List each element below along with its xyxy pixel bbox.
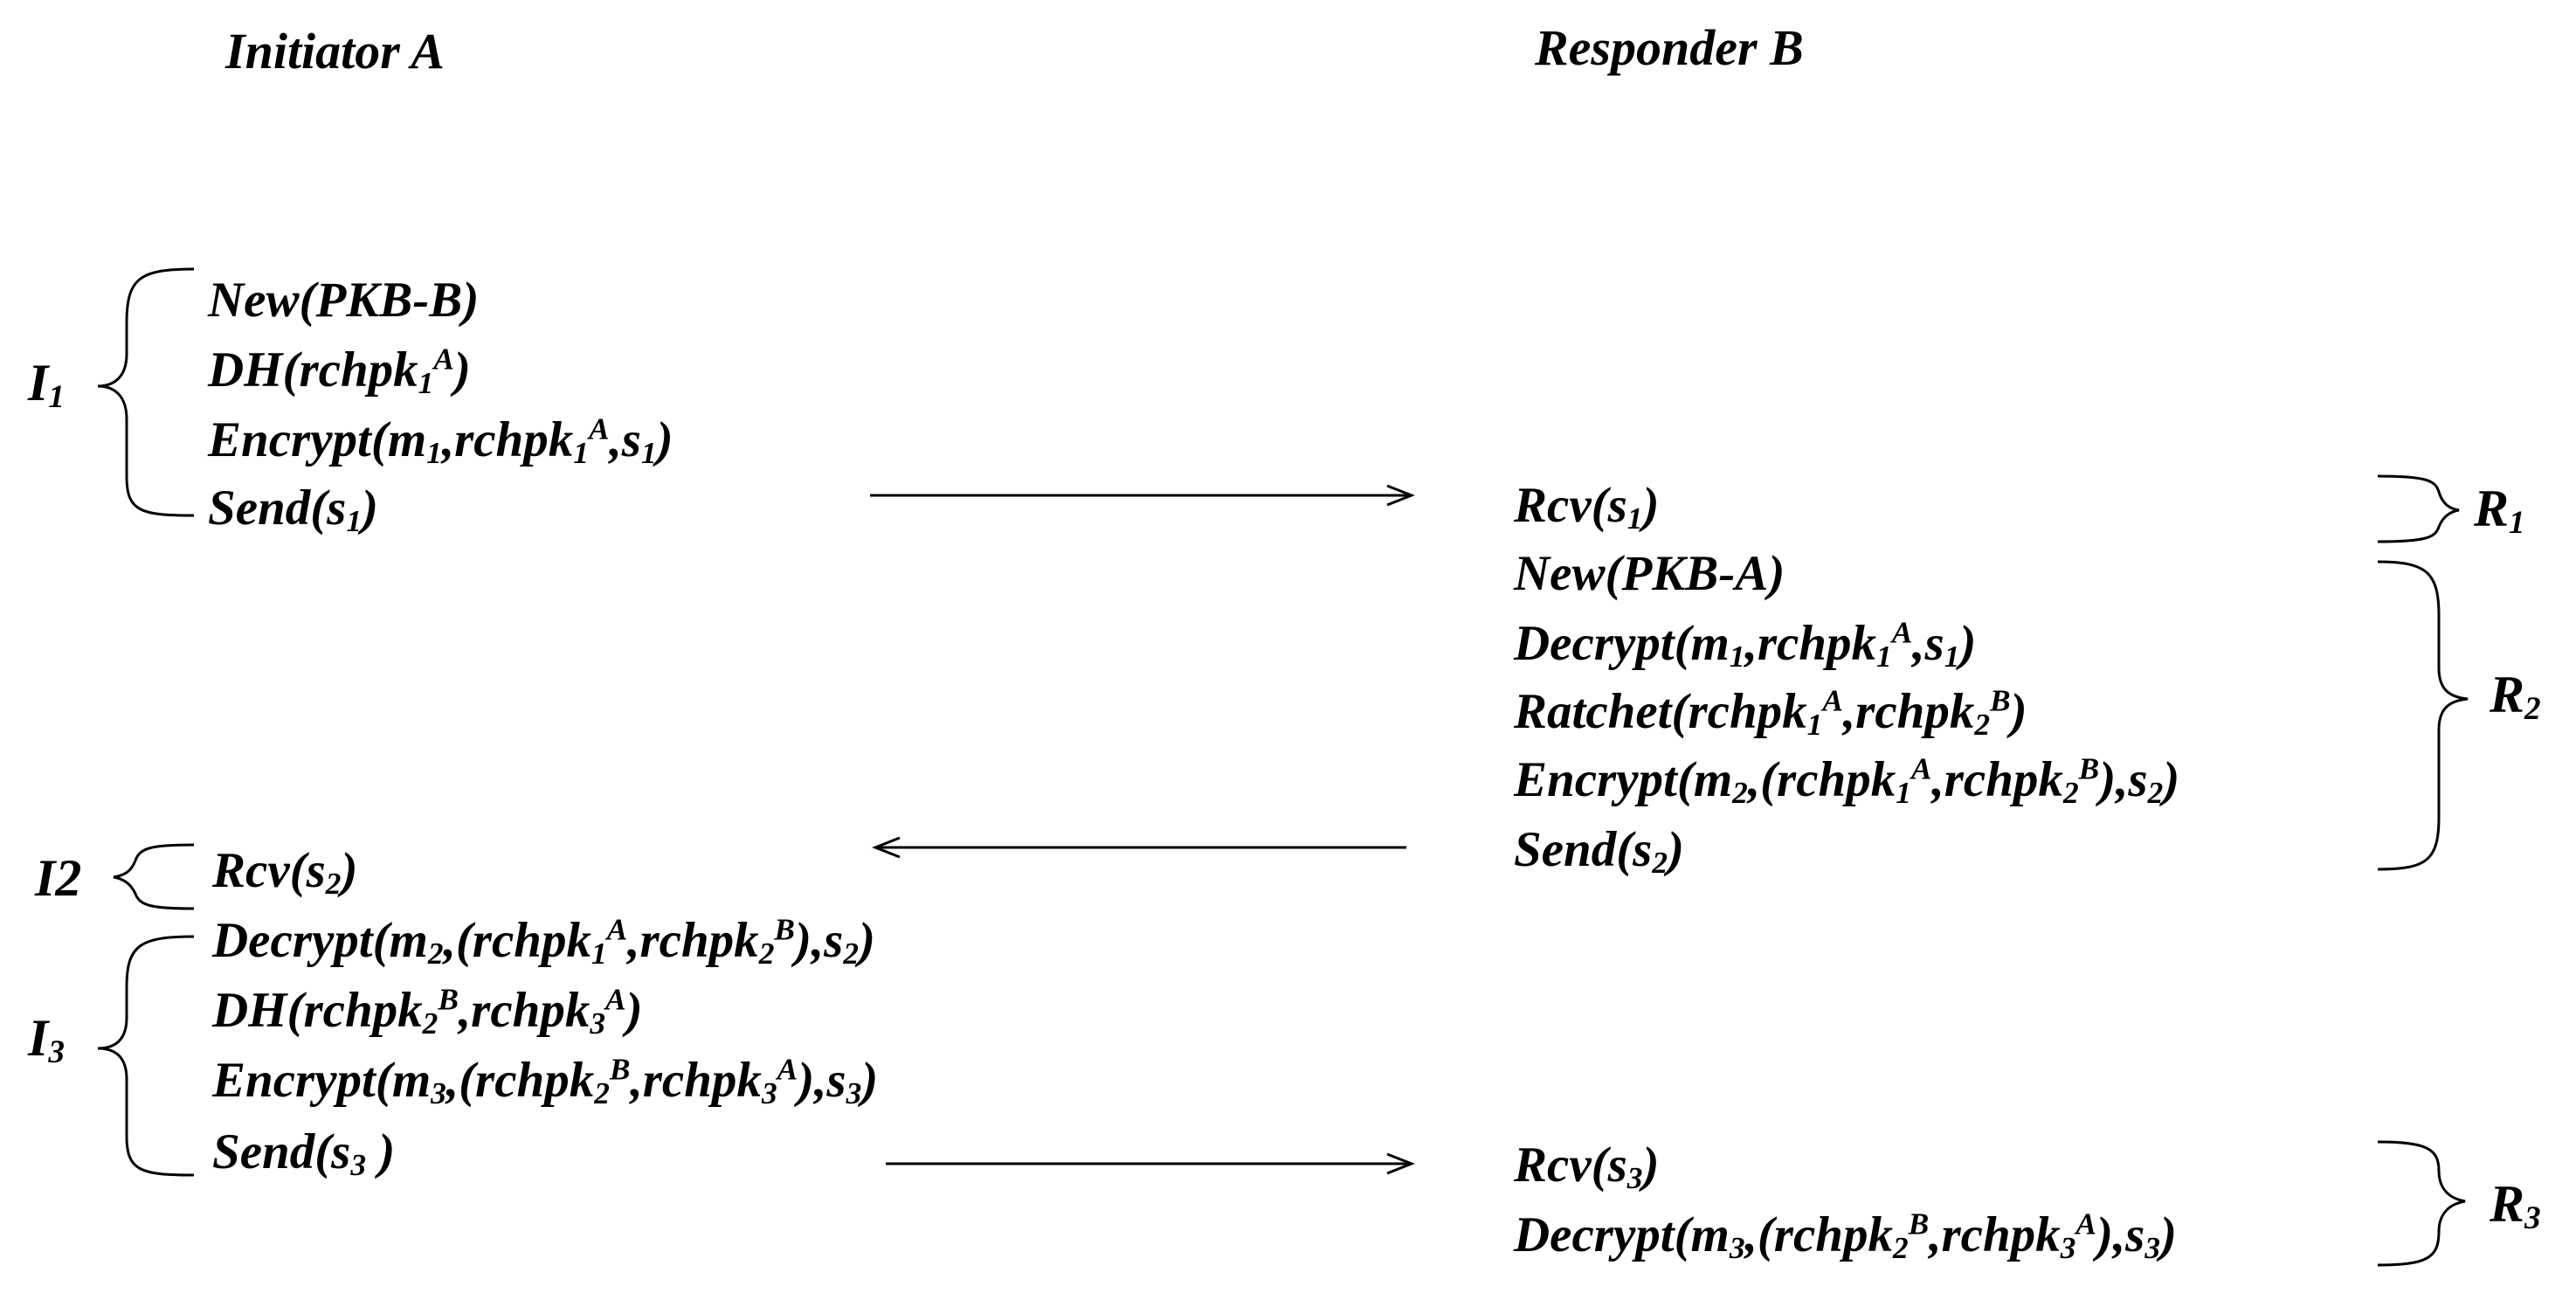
brace-i2 <box>113 843 195 910</box>
initiator-step: Encrypt(m3,(rchpk2B,rchpk3A),s3) <box>212 1052 879 1110</box>
initiator-step: Send(s3 ) <box>212 1124 396 1182</box>
brace-r3 <box>2377 1140 2466 1267</box>
initiator-step: DH(rchpk2B,rchpk3A) <box>212 982 643 1041</box>
initiator-step: Send(s1) <box>208 481 379 538</box>
initiator-step: Rcv(s2) <box>212 843 358 901</box>
brace-i1 <box>97 267 195 517</box>
group-label-r1: R1 <box>2474 480 2525 542</box>
initiator-step: Encrypt(m1,rchpk1A,s1) <box>208 411 673 470</box>
responder-header: Responder B <box>1535 19 1804 76</box>
initiator-step: New(PKB-B) <box>208 273 480 328</box>
group-label-r2: R2 <box>2490 666 2541 728</box>
group-label-r3: R3 <box>2490 1175 2541 1237</box>
group-label-i2: I2 <box>35 849 82 907</box>
responder-step: Rcv(s3) <box>1514 1138 1660 1195</box>
responder-step: Ratchet(rchpk1A,rchpk2B) <box>1514 683 2027 742</box>
group-label-i3: I3 <box>28 1009 65 1071</box>
responder-step: Rcv(s1) <box>1514 478 1660 536</box>
responder-step: Send(s2) <box>1514 822 1685 880</box>
brace-r1 <box>2377 474 2460 543</box>
brace-i3 <box>97 935 195 1177</box>
responder-step: New(PKB-A) <box>1514 546 1785 601</box>
initiator-header: Initiator A <box>225 23 445 80</box>
initiator-step: Decrypt(m2,(rchpk1A,rchpk2B),s2) <box>212 912 876 971</box>
initiator-step: DH(rchpk1A) <box>208 342 471 400</box>
responder-step: Decrypt(m1,rchpk1A,s1) <box>1514 615 1977 674</box>
group-label-i1: I1 <box>28 354 65 416</box>
responder-step: Encrypt(m2,(rchpk1A,rchpk2B),s2) <box>1514 751 2180 810</box>
responder-step: Decrypt(m3,(rchpk2B,rchpk3A),s3) <box>1514 1207 2178 1265</box>
brace-r2 <box>2377 560 2469 871</box>
